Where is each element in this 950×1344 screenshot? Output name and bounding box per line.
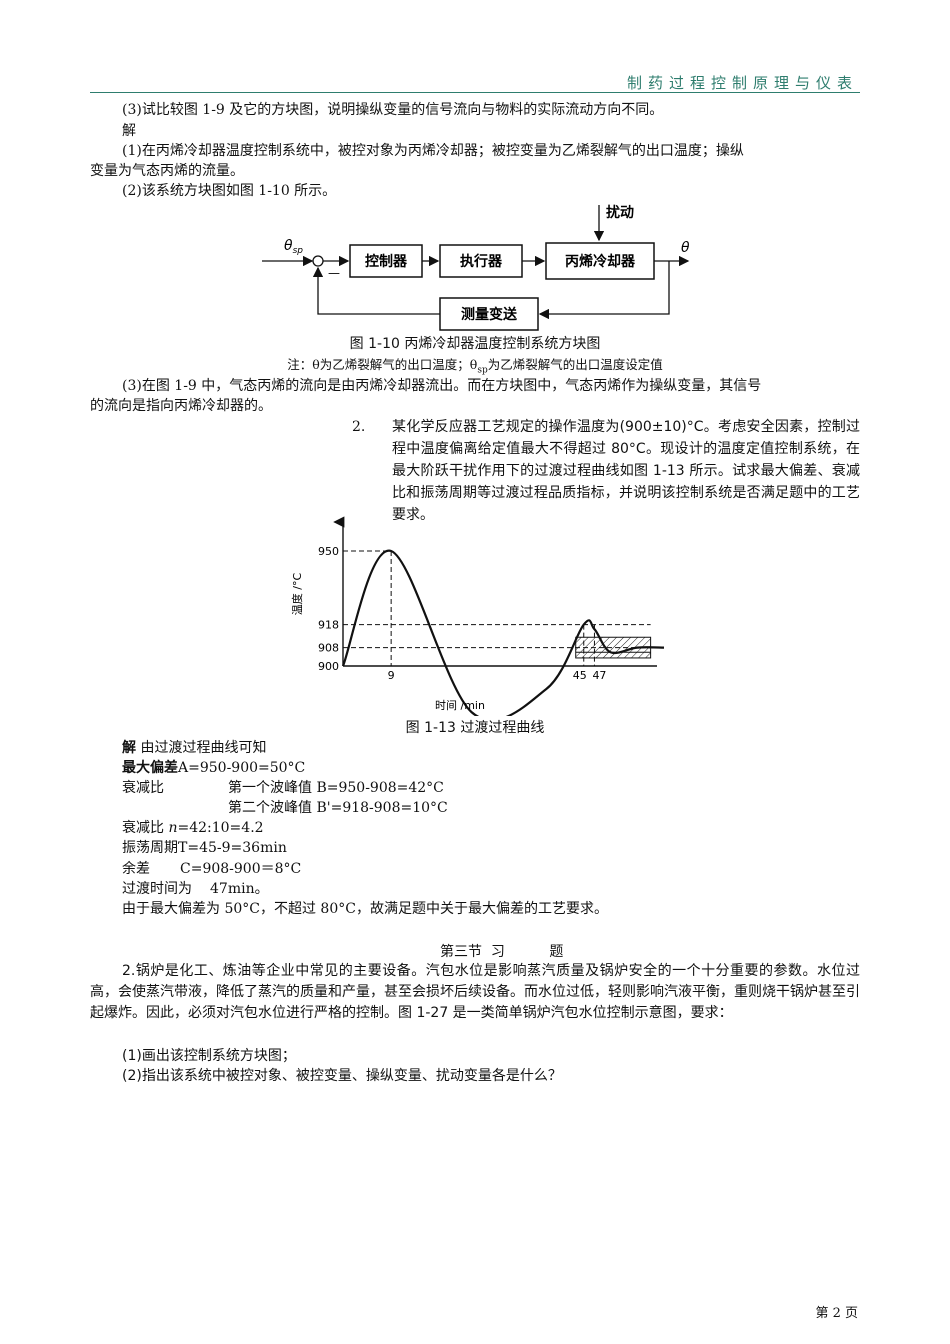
boiler-requirement-2: (2)指出该系统中被控对象、被控变量、操纵变量、扰动变量各是什么？ xyxy=(122,1068,562,1084)
summing-junction xyxy=(312,255,324,267)
solution-line-9: 由于最大偏差为 50°C，不超过 80°C，故满足题中关于最大偏差的工艺要求。 xyxy=(122,901,608,917)
y-tick-label: 950 xyxy=(318,545,339,558)
disturbance-label: 扰动 xyxy=(606,204,634,221)
process-label: 丙烯冷却器 xyxy=(565,253,636,270)
measurement-label: 测量变送 xyxy=(461,306,518,323)
figure-1-10-caption: 图 1-10 丙烯冷却器温度控制系统方块图 xyxy=(349,336,601,352)
feedback-path-right xyxy=(538,261,670,320)
actuator-block xyxy=(439,244,523,278)
boiler-requirement-1: (1)画出该控制系统方块图； xyxy=(122,1048,296,1064)
question-2-text: 某化学反应器工艺规定的操作温度为(900±10)°C。考虑安全因素，控制过程中温… xyxy=(392,419,860,523)
solution-line-1: 解 由过渡过程曲线可知 xyxy=(122,740,267,756)
figure-1-13-caption: 图 1-13 过渡过程曲线 xyxy=(405,720,545,736)
feedback-path-left xyxy=(312,266,440,315)
solution-line-3b: 第一个波峰值 B=950-908=42°C xyxy=(228,780,444,796)
minus-sign: — xyxy=(328,266,340,280)
question-2-number: 2. xyxy=(352,419,366,435)
x-tick-label: 9 xyxy=(388,669,395,682)
solution-line-6: 振荡周期T=45-9=36min xyxy=(122,840,287,856)
output-symbol: θ xyxy=(681,240,690,256)
answer-2: (2)该系统方块图如图 1-10 所示。 xyxy=(122,183,337,199)
answer-label: 解 xyxy=(122,123,136,139)
section-heading: 第三节 习 题 xyxy=(440,944,564,960)
y-axis-label: 温度 /°C xyxy=(290,572,304,615)
solution-line-2: 最大偏差A=950-900=50°C xyxy=(122,760,306,776)
solution-line-4: 第二个波峰值 B'=918-908=10°C xyxy=(228,800,448,816)
running-header: 制药过程控制原理与仪表 xyxy=(90,70,860,93)
setpoint-symbol: θsp xyxy=(284,238,303,256)
block-diagram: 扰动 θsp — 控制器 执行器 丙烯冷却器 θ 测量变送 xyxy=(262,204,690,331)
page-number: 第 2 页 xyxy=(815,1306,858,1321)
transition-curve-chart: 950 918 908 900 9 45 47 时间 /min 温度 /°C xyxy=(290,516,665,716)
x-tick-label: 47 xyxy=(592,669,606,682)
x-tick-label: 45 xyxy=(573,669,587,682)
x-axis-label: 时间 /min xyxy=(435,699,485,712)
answer-3-line-1: (3)在图 1-9 中，气态丙烯的流向是由丙烯冷却器流出。而在方块图中，气态丙烯… xyxy=(122,378,762,394)
solution-line-3: 衰减比 xyxy=(122,780,164,796)
header-title: 制药过程控制原理与仪表 xyxy=(626,74,858,92)
answer-1-line-1: (1)在丙烯冷却器温度控制系统中，被控对象为丙烯冷却器；被控变量为乙烯裂解气的出… xyxy=(122,143,744,159)
y-tick-label: 908 xyxy=(318,642,339,655)
y-tick-label: 918 xyxy=(318,619,339,632)
answer-3-line-2: 的流向是指向丙烯冷却器的。 xyxy=(90,398,272,414)
solution-line-5: 衰减比 n=42:10=4.2 xyxy=(122,820,264,836)
actuator-label: 执行器 xyxy=(460,253,503,270)
question-3: (3)试比较图 1-9 及它的方块图，说明操纵变量的信号流向与物料的实际流动方向… xyxy=(122,102,664,118)
answer-1-line-2: 变量为气态丙烯的流量。 xyxy=(90,163,244,179)
y-tick-label: 900 xyxy=(318,660,339,673)
figure-1-10-note: 注：θ为乙烯裂解气的出口温度；θsp为乙烯裂解气的出口温度设定值 xyxy=(287,357,663,376)
transition-curve xyxy=(341,549,665,716)
controller-block xyxy=(349,244,423,278)
process-block xyxy=(545,242,655,280)
boiler-question-text: 2.锅炉是化工、炼油等企业中常见的主要设备。汽包水位是影响蒸汽质量及锅炉安全的一… xyxy=(90,963,860,1021)
controller-label: 控制器 xyxy=(365,253,408,270)
